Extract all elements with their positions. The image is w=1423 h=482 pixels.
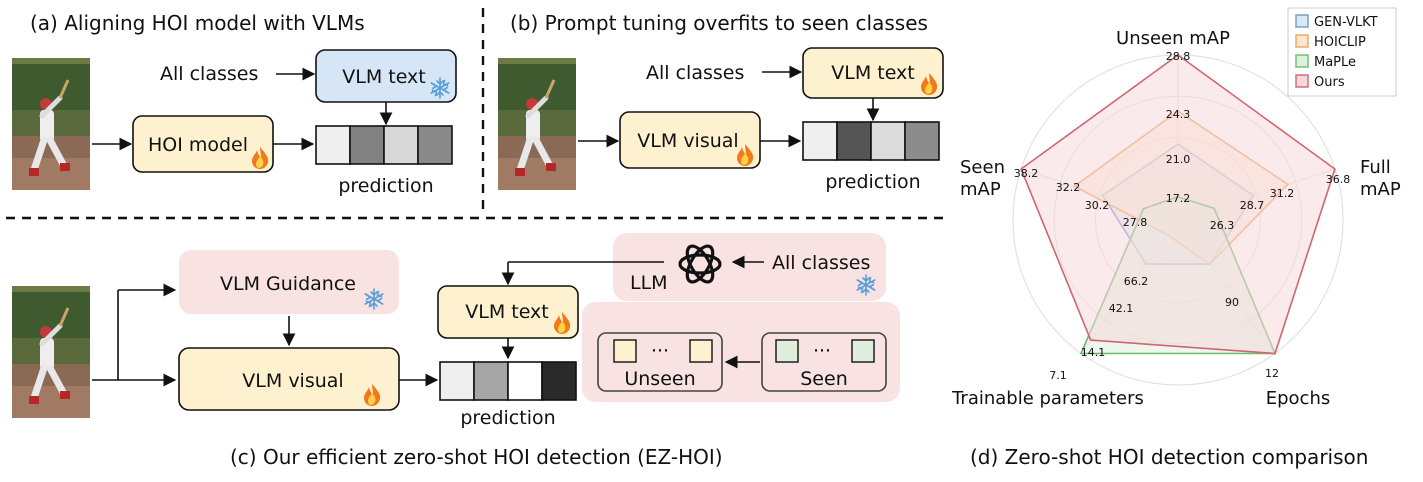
panel-b: (b) Prompt tuning overfits to seen class…	[498, 11, 944, 193]
llm-logo-icon	[678, 244, 722, 284]
all-classes-label: All classes	[646, 62, 744, 84]
hoi-model-label: HOI model	[148, 134, 248, 156]
prediction-cell	[349, 125, 385, 165]
prediction-vector	[315, 125, 453, 165]
tick-label: 17.2	[1166, 192, 1191, 205]
legend-swatch	[1295, 54, 1309, 68]
vlm-guidance-label: VLM Guidance	[220, 273, 356, 295]
tick-label: 36.8	[1326, 173, 1351, 186]
baseball-player-photo	[12, 286, 90, 418]
vlm-text-label: VLM text	[465, 301, 549, 323]
axis-label: Epochs	[1266, 388, 1331, 409]
tick-label: 66.2	[1124, 275, 1149, 288]
panel-c: VLM Guidance VLM visual VLM text LLM All…	[12, 233, 900, 469]
tick-label: 28.7	[1240, 199, 1265, 212]
prediction-cell	[439, 361, 475, 401]
baseball-player-photo	[498, 58, 576, 190]
prediction-label: prediction	[338, 175, 433, 197]
legend-label: HOICLIP	[1314, 35, 1366, 50]
prediction-cell	[802, 121, 838, 161]
tick-label: 30.2	[1085, 199, 1110, 212]
prediction-cell	[383, 125, 419, 165]
unseen-square-1	[613, 339, 637, 363]
legend-label: MaPLe	[1314, 55, 1356, 70]
prediction-label: prediction	[460, 407, 555, 429]
vlm-visual-label: VLM visual	[242, 370, 343, 392]
tick-label: 14.1	[1081, 346, 1106, 359]
seen-square-1	[775, 339, 799, 363]
panel-a-title: (a) Aligning HOI model with VLMs	[30, 11, 365, 35]
prediction-cell	[836, 121, 872, 161]
all-classes-label: All classes	[160, 63, 258, 85]
panel-c-title: (c) Our efficient zero-shot HOI detectio…	[230, 445, 723, 469]
prediction-label: prediction	[825, 171, 920, 193]
tick-label: 12	[1265, 367, 1279, 380]
llm-label: LLM	[630, 272, 668, 294]
vlm-text-label: VLM text	[831, 62, 915, 84]
vlm-visual-box	[178, 347, 400, 411]
seen-dots: ···	[813, 340, 831, 362]
prediction-cell	[904, 121, 940, 161]
tick-label: 32.2	[1056, 181, 1081, 194]
legend-label: Ours	[1314, 75, 1345, 90]
axis-label: Trainable parameters	[951, 388, 1144, 409]
legend-swatch	[1295, 34, 1309, 48]
tick-label: 7.1	[1049, 369, 1067, 382]
tick-label: 90	[1225, 296, 1239, 309]
prediction-cell	[870, 121, 906, 161]
series-ours-polygon	[1020, 54, 1336, 355]
tick-label: 31.2	[1270, 187, 1295, 200]
vlm-text-label: VLM text	[342, 66, 426, 88]
tick-label: 21.0	[1166, 153, 1191, 166]
tick-label: 42.1	[1109, 302, 1134, 315]
llm-panel	[613, 233, 886, 301]
prediction-cell	[315, 125, 351, 165]
axis-label: mAP	[960, 179, 1001, 200]
seen-label: Seen	[800, 368, 847, 390]
vlm-visual-label: VLM visual	[637, 130, 738, 152]
branch-line	[92, 290, 119, 381]
tick-label: 27.8	[1123, 216, 1148, 229]
prediction-vector	[802, 121, 940, 161]
baseball-player-photo	[12, 58, 90, 190]
unseen-square-2	[689, 339, 713, 363]
panel-b-title: (b) Prompt tuning overfits to seen class…	[510, 11, 928, 35]
axis-label: Unseen mAP	[1116, 28, 1230, 49]
axis-label: Seen	[960, 157, 1005, 178]
legend-swatch	[1295, 74, 1309, 88]
axis-label: Full	[1360, 157, 1391, 178]
unseen-label: Unseen	[624, 368, 695, 390]
prediction-cell	[417, 125, 453, 165]
tick-label: 38.2	[1014, 167, 1039, 180]
tick-label: 24.3	[1166, 108, 1191, 121]
radar-chart: 17.2 21.0 24.3 28.8 26.3 28.7 31.2 36.8 90 12 66.2…	[951, 28, 1401, 409]
panel-d-title: (d) Zero-shot HOI detection comparison	[970, 445, 1368, 469]
tick-label: 28.8	[1166, 50, 1191, 63]
prediction-cell	[473, 361, 509, 401]
seen-square-2	[851, 339, 875, 363]
axis-label: mAP	[1360, 179, 1401, 200]
vlm-guidance-panel	[179, 250, 399, 314]
prediction-vector	[439, 361, 577, 401]
tick-label: 26.3	[1210, 219, 1235, 232]
prediction-cell	[507, 361, 543, 401]
legend-swatch	[1295, 14, 1309, 28]
prediction-cell	[541, 361, 577, 401]
all-classes-label: All classes	[772, 252, 870, 274]
unseen-dots: ···	[651, 340, 669, 362]
vlm-visual-box	[619, 111, 761, 169]
legend-label: GEN-VLKT	[1314, 15, 1378, 30]
panel-a: (a) Aligning HOI model with VLMs All cla…	[12, 11, 457, 197]
